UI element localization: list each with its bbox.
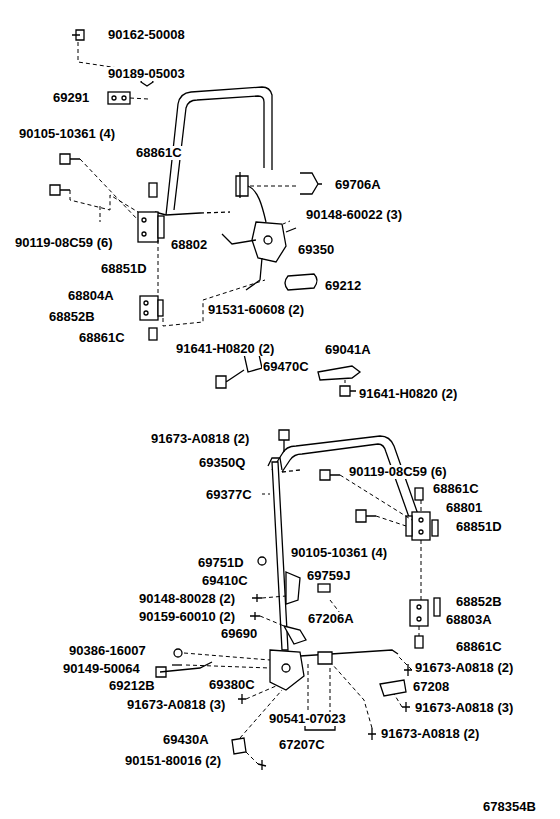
- callout-number: 91673-A0818 (2): [150, 432, 250, 446]
- callout-number: 91641-H0820 (2): [358, 387, 458, 401]
- callout-number: 90386-16007: [68, 644, 147, 658]
- callout-number: 68801: [445, 501, 483, 515]
- callout-number: 69291: [52, 91, 90, 105]
- callout-number: 91673-A0818 (3): [126, 698, 226, 712]
- callout-number: 69350: [297, 243, 335, 257]
- callout-number: 69212: [324, 279, 362, 293]
- callout-number: 69706A: [334, 178, 382, 192]
- callout-number: 68851D: [100, 262, 148, 276]
- callout-number: 69690: [220, 627, 258, 641]
- callout-number: 91641-H0820 (2): [175, 342, 275, 356]
- callout-number: 69759J: [306, 569, 351, 583]
- callout-number: 68803A: [445, 613, 493, 627]
- callout-number: 90119-08C59 (6): [348, 465, 448, 479]
- callout-number: 67206A: [307, 612, 355, 626]
- callout-number: 91673-A0818 (3): [414, 701, 514, 715]
- callout-number: 91673-A0818 (2): [414, 661, 514, 675]
- callout-number: 69377C: [205, 488, 253, 502]
- callout-number: 90159-60010 (2): [138, 610, 236, 624]
- callout-number: 69470C: [262, 360, 310, 374]
- callout-number: 68861C: [432, 482, 480, 496]
- callout-number: 68852B: [455, 595, 503, 609]
- callout-number: 68804A: [67, 289, 115, 303]
- callout-number: 68861C: [135, 146, 183, 160]
- callout-number: 69751D: [197, 556, 245, 570]
- callout-number: 69430A: [162, 733, 210, 747]
- callout-number: 91531-60608 (2): [207, 303, 305, 317]
- callout-number: 69212B: [108, 679, 156, 693]
- callout-number: 91673-A0818 (2): [380, 727, 480, 741]
- callout-number: 90151-80016 (2): [124, 754, 222, 768]
- callout-number: 90119-08C59 (6): [14, 236, 114, 250]
- callout-number: 90148-80028 (2): [138, 592, 236, 606]
- callout-number: 69350Q: [198, 456, 246, 470]
- callout-number: 68861C: [455, 640, 503, 654]
- callout-number: 90148-60022 (3): [305, 208, 403, 222]
- callout-number: 68851D: [455, 520, 503, 534]
- callout-number: 90105-10361 (4): [18, 127, 116, 141]
- callout-number: 67208: [412, 680, 450, 694]
- callout-number: 68861C: [78, 331, 126, 345]
- callout-number: 678354B: [482, 800, 537, 814]
- callout-number: 67207C: [278, 738, 326, 752]
- callout-number: 69380C: [208, 678, 256, 692]
- callout-number: 90189-05003: [107, 67, 186, 81]
- callout-number: 68852B: [48, 310, 96, 324]
- callout-number: 90149-50064: [62, 662, 141, 676]
- callout-number: 90541-07023: [268, 712, 347, 726]
- callout-number: 69041A: [324, 343, 372, 357]
- callout-number: 68802: [170, 238, 208, 252]
- callout-number: 69410C: [201, 574, 249, 588]
- callout-number: 90105-10361 (4): [290, 546, 388, 560]
- callout-number: 90162-50008: [107, 28, 186, 42]
